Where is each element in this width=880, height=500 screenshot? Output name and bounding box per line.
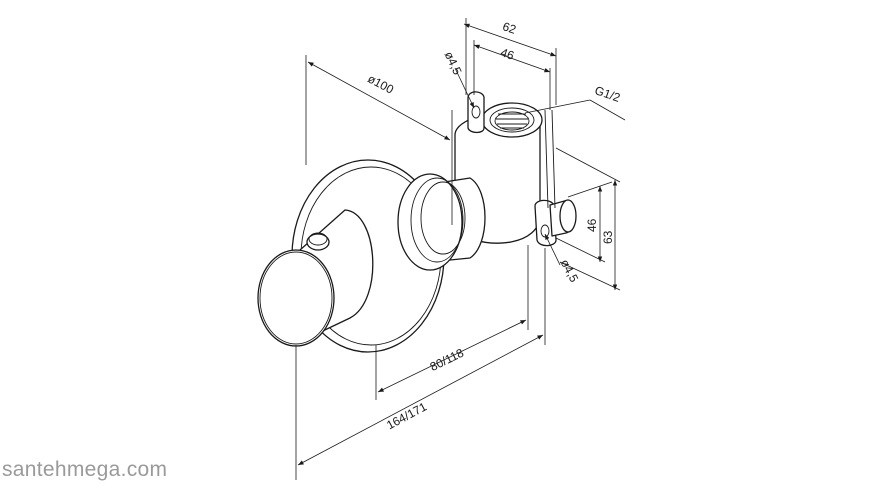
handle-cylinder [257,209,374,347]
dim-46-top-label: 46 [499,45,516,63]
thread-label: G1/2 [593,83,622,105]
dim-164-171-label: 164/171 [384,399,429,432]
dim-63-side-label: 63 [601,230,615,244]
dim-100-label: ø100 [365,71,396,96]
dim-hole-top-label: ø4,5 [442,49,465,77]
dim-62-label: 62 [501,19,518,37]
dim-hole-bottom-label: ø4,5 [558,257,582,285]
dim-46-top: 46 [473,40,551,110]
dim-46-side-label: 46 [585,218,599,232]
dim-80-118-label: 80/118 [428,346,467,374]
valve-body [424,91,577,263]
dim-side: 46 63 [555,147,621,291]
watermark-text: santehmega.com [2,458,168,481]
